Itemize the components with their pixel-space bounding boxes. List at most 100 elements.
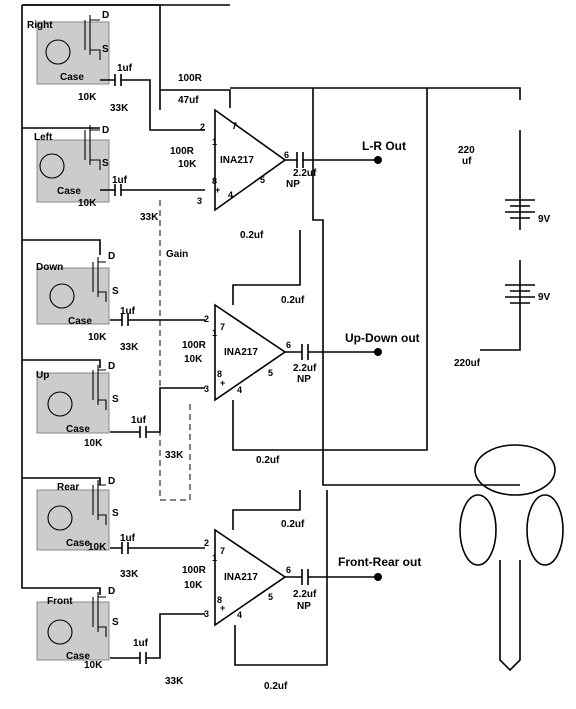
mic-left-label: Left [34, 132, 53, 143]
mic-left: Left Case D S [34, 125, 110, 203]
amp-lr: INA217 2 1 8 3 7 4 5 6 + [197, 108, 289, 212]
svg-text:D: D [108, 586, 115, 597]
svg-text:33K: 33K [120, 342, 139, 353]
lr-out-label: L-R Out [362, 139, 406, 153]
svg-text:1uf: 1uf [117, 63, 133, 74]
mic-rear-capsule [47, 505, 73, 531]
svg-text:1uf: 1uf [131, 415, 147, 426]
svg-text:7: 7 [232, 121, 237, 131]
svg-text:33K: 33K [140, 212, 159, 223]
mic-right-label: Right [27, 20, 53, 31]
mic-front-case-label: Case [66, 651, 90, 662]
svg-text:1uf: 1uf [112, 175, 128, 186]
mic-up: Up Case D S [36, 361, 119, 435]
svg-text:33K: 33K [165, 676, 184, 687]
svg-text:6: 6 [286, 565, 291, 575]
svg-text:8: 8 [217, 369, 222, 379]
svg-text:10K: 10K [184, 354, 203, 365]
fet-symbols [84, 15, 107, 637]
svg-text:10K: 10K [84, 660, 103, 671]
svg-text:2: 2 [204, 314, 209, 324]
mic-down-case-label: Case [68, 316, 92, 327]
svg-text:100R: 100R [182, 340, 207, 351]
svg-text:47uf: 47uf [178, 95, 199, 106]
svg-text:100R: 100R [170, 146, 195, 157]
svg-text:D: D [102, 10, 109, 21]
ud-out-label: Up-Down out [345, 331, 420, 345]
mic-up-label: Up [36, 370, 49, 381]
svg-text:2.2uf: 2.2uf [293, 363, 317, 374]
svg-text:NP: NP [286, 179, 300, 190]
svg-text:10K: 10K [84, 438, 103, 449]
svg-text:4: 4 [237, 385, 242, 395]
svg-text:Gain: Gain [166, 249, 188, 260]
amp-ud: INA217 2 7 1 8 3 4 5 6 + [204, 303, 291, 402]
mic-front: Front Case D S [36, 586, 119, 662]
fr-out-label: Front-Rear out [338, 555, 421, 569]
svg-text:0.2uf: 0.2uf [256, 455, 280, 466]
svg-text:100R: 100R [178, 73, 203, 84]
mic-right-case-label: Case [60, 72, 84, 83]
mic-left-capsule [39, 153, 65, 179]
svg-text:100R: 100R [182, 565, 207, 576]
svg-text:1uf: 1uf [120, 533, 136, 544]
supply-wiring [21, 4, 231, 595]
svg-text:10K: 10K [88, 332, 107, 343]
svg-text:3: 3 [197, 196, 202, 206]
svg-text:+: + [215, 185, 220, 195]
svg-text:0.2uf: 0.2uf [264, 681, 288, 692]
svg-text:0.2uf: 0.2uf [281, 519, 305, 530]
svg-text:1uf: 1uf [120, 306, 136, 317]
svg-text:4: 4 [228, 190, 233, 200]
svg-text:S: S [112, 617, 119, 628]
svg-text:2.2uf: 2.2uf [293, 589, 317, 600]
mic-down-label: Down [36, 262, 63, 273]
svg-text:uf: uf [462, 156, 472, 167]
fr-out-terminal [374, 573, 382, 581]
svg-text:10K: 10K [78, 92, 97, 103]
svg-text:S: S [112, 508, 119, 519]
svg-text:8: 8 [212, 176, 217, 186]
svg-text:0.2uf: 0.2uf [240, 230, 264, 241]
svg-text:+: + [220, 603, 225, 613]
mic-down: Down Case D S [36, 251, 119, 327]
svg-text:220uf: 220uf [454, 358, 481, 369]
svg-text:2: 2 [200, 122, 205, 132]
svg-text:NP: NP [297, 374, 311, 385]
svg-text:D: D [108, 476, 115, 487]
mic-array-sketch [459, 444, 564, 672]
svg-text:220: 220 [458, 145, 475, 156]
svg-text:1: 1 [212, 553, 217, 563]
svg-text:7: 7 [220, 546, 225, 556]
svg-text:33K: 33K [165, 450, 184, 461]
svg-text:6: 6 [286, 340, 291, 350]
mic-rear-label: Rear [57, 482, 79, 493]
mic-up-case-label: Case [66, 424, 90, 435]
battery-stack [505, 199, 535, 304]
mic-front-capsule [47, 619, 73, 645]
svg-text:0.2uf: 0.2uf [281, 295, 305, 306]
mic-front-label: Front [47, 596, 73, 607]
svg-text:S: S [102, 158, 109, 169]
svg-text:10K: 10K [78, 198, 97, 209]
svg-text:1uf: 1uf [133, 638, 149, 649]
svg-text:9V: 9V [538, 214, 551, 225]
svg-text:5: 5 [268, 592, 273, 602]
svg-text:NP: NP [297, 601, 311, 612]
svg-text:D: D [102, 125, 109, 136]
svg-text:4: 4 [237, 610, 242, 620]
svg-text:6: 6 [284, 150, 289, 160]
svg-text:2: 2 [204, 538, 209, 548]
svg-text:10K: 10K [184, 580, 203, 591]
svg-text:D: D [108, 251, 115, 262]
svg-text:7: 7 [220, 322, 225, 332]
svg-text:5: 5 [260, 175, 265, 185]
mic-right: Right Case D S [27, 10, 110, 85]
amp-fr: INA217 2 7 1 8 3 4 5 6 + [204, 528, 291, 627]
svg-text:INA217: INA217 [220, 155, 254, 166]
svg-text:INA217: INA217 [224, 572, 258, 583]
svg-text:S: S [112, 394, 119, 405]
mic-rear: Rear Case D S [36, 476, 119, 551]
mic-up-capsule [47, 391, 73, 417]
